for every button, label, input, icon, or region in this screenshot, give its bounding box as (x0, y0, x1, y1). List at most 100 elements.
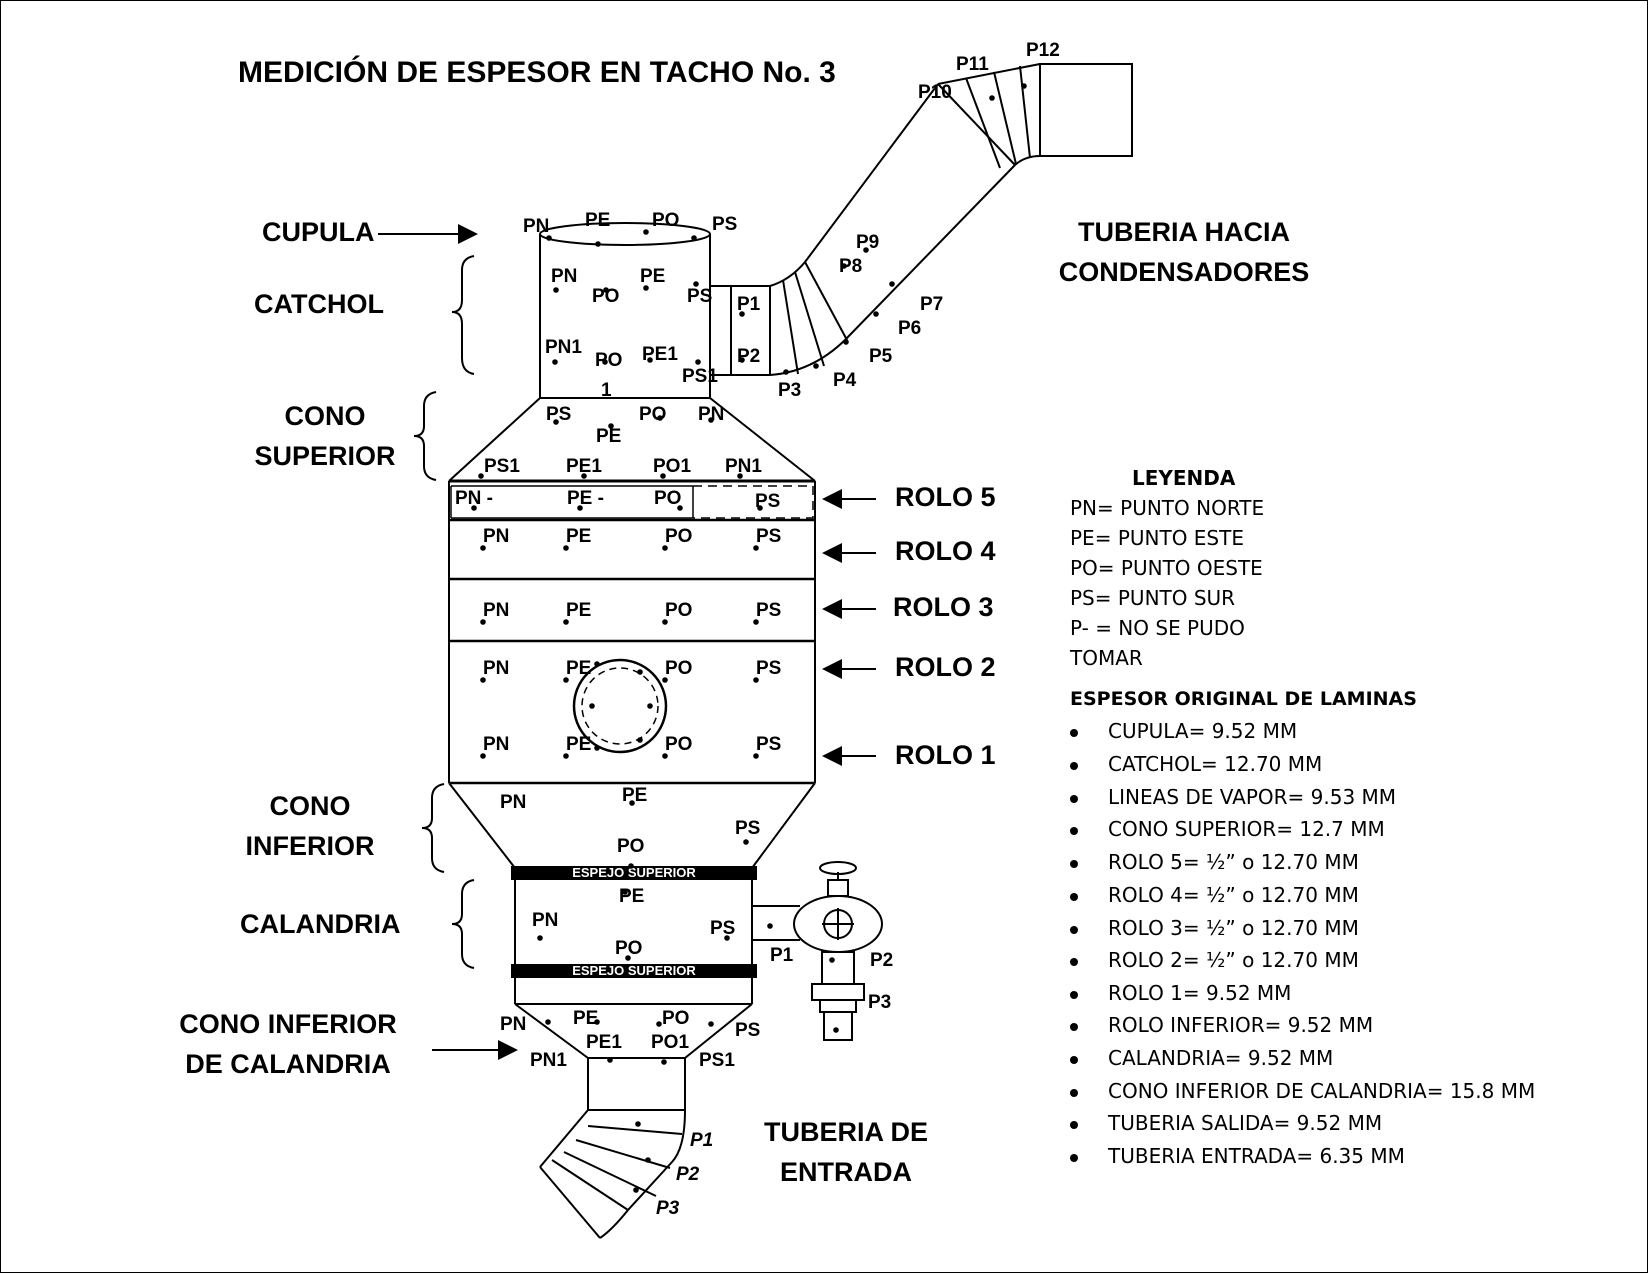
legend-item: PO= PUNTO OESTE (1070, 556, 1263, 580)
measurement-dot (608, 423, 614, 429)
measurement-dot (889, 281, 895, 287)
spec-item: CONO INFERIOR DE CALANDRIA= 15.8 MM (1108, 1079, 1536, 1103)
brace-cono-superior (413, 391, 437, 481)
spec-item: TUBERIA SALIDA= 9.52 MM (1108, 1111, 1383, 1135)
point-label: PE (619, 886, 644, 907)
measurement-dot (589, 703, 595, 709)
point-label: PS1 (699, 1050, 735, 1071)
legend-item: PS= PUNTO SUR (1070, 586, 1236, 610)
spec-item: CALANDRIA= 9.52 MM (1108, 1046, 1334, 1070)
point-label: PE (622, 785, 647, 806)
point-label: PO (592, 286, 619, 307)
point-label: PO (615, 938, 642, 959)
point-label: PS1 (484, 456, 520, 477)
brace-cono-inferior (421, 783, 445, 873)
point-label: PE1 (586, 1032, 622, 1053)
point-label: P3 (778, 380, 801, 401)
measurement-dot (471, 505, 477, 511)
point-label: PS (756, 526, 781, 547)
measurement-dot (553, 419, 559, 425)
spec-bullet (1070, 827, 1078, 835)
measurement-dot (581, 473, 587, 479)
spec-item: TUBERIA ENTRADA= 6.35 MM (1108, 1144, 1405, 1168)
point-label: PS (710, 918, 735, 939)
measurement-dot (989, 95, 995, 101)
measurement-dot (537, 935, 543, 941)
measurement-dot (873, 311, 879, 317)
measurement-dot (563, 545, 569, 551)
point-label: PO (662, 1008, 689, 1029)
point-label: P3 (656, 1198, 680, 1219)
measurement-dot (656, 1021, 662, 1027)
spec-bullet (1070, 795, 1078, 803)
point-label: PO (617, 836, 644, 857)
label-cono-inferior: CONO INFERIOR (245, 791, 375, 861)
brace-calandria (451, 879, 475, 969)
point-label: PS1 (682, 366, 718, 387)
spec-bullet (1070, 926, 1078, 934)
measurement-dot (662, 619, 668, 625)
measurement-dot (662, 677, 668, 683)
measurement-dot (833, 1027, 839, 1033)
point-label: PS (546, 404, 571, 425)
label-rolo-1: ROLO 1 (895, 740, 996, 770)
measurement-dot (480, 545, 486, 551)
measurement-dot (633, 1187, 639, 1193)
measurement-dot (829, 957, 835, 963)
legend-item: PN= PUNTO NORTE (1070, 496, 1265, 520)
point-label: P10 (918, 82, 952, 103)
measurement-dot (841, 263, 847, 269)
point-label: PO1 (651, 1032, 689, 1053)
measurement-dot (647, 357, 653, 363)
point-label: P9 (856, 232, 879, 253)
brace-catchol (451, 255, 475, 375)
point-label: P8 (839, 256, 862, 277)
page-title: MEDICIÓN DE ESPESOR EN TACHO No. 3 (238, 56, 836, 89)
spec-item: ROLO 4= ½” o 12.70 MM (1108, 883, 1359, 907)
point-label: PN1 (725, 456, 762, 477)
spec-bullet (1070, 991, 1078, 999)
point-label: PS (687, 286, 712, 307)
point-label: PO (654, 488, 681, 509)
point-label: PO1 (653, 456, 691, 477)
spec-bullet (1070, 1023, 1078, 1031)
spec-bullet (1070, 762, 1078, 770)
measurement-dot (629, 800, 635, 806)
point-label: PE (566, 600, 591, 621)
point-label: PE (566, 734, 591, 755)
spec-item: ROLO 2= ½” o 12.70 MM (1108, 948, 1359, 972)
spec-bullet (1070, 893, 1078, 901)
measurement-dot (545, 1019, 551, 1025)
point-label: PS (735, 818, 760, 839)
point-label: P12 (1026, 40, 1060, 61)
spec-bullet (1070, 1089, 1078, 1097)
spec-bullet (1070, 1121, 1078, 1129)
spec-item: ROLO 1= 9.52 MM (1108, 981, 1292, 1005)
measurement-dot (757, 505, 763, 511)
point-label: PN (551, 266, 577, 287)
label-tuberia-condensadores: TUBERIA HACIA CONDENSADORES (1058, 217, 1310, 287)
point-label: PE (640, 266, 665, 287)
measurement-dot (594, 1019, 600, 1025)
label-tuberia-entrada: TUBERIA DE ENTRADA (763, 1117, 928, 1187)
measurement-dot (563, 619, 569, 625)
measurement-dot (563, 753, 569, 759)
measurement-dot (480, 619, 486, 625)
measurement-dot (843, 339, 849, 345)
point-label: PN (500, 1014, 526, 1035)
measurement-dot (553, 287, 559, 293)
legend-item: P- = NO SE PUDO (1070, 616, 1245, 640)
measurement-dot (737, 473, 743, 479)
cupula-ellipse (539, 222, 711, 246)
point-label: PS (712, 214, 737, 235)
spec-item: ROLO INFERIOR= 9.52 MM (1108, 1013, 1374, 1037)
label-rolo-4: ROLO 4 (895, 536, 996, 566)
espejo-label-bottom: ESPEJO SUPERIOR (572, 963, 696, 978)
point-label: P2 (870, 950, 893, 971)
label-rolo-3: ROLO 3 (893, 592, 994, 622)
point-label: PE - (567, 488, 604, 509)
point-label: P2 (676, 1164, 700, 1185)
measurement-dot (743, 839, 749, 845)
